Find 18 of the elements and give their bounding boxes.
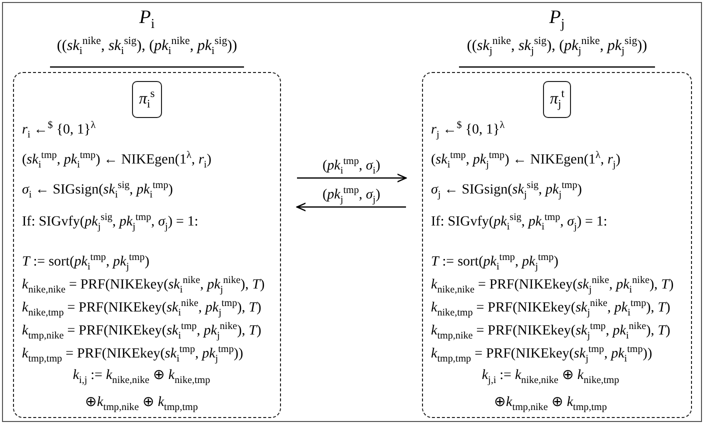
protocol-step: σ$_{i}$ ← SIGsign(sk$_{i}$$^{sig}$, pk$_{i}$$^{tmp}$): [22, 177, 173, 204]
message-arrow: [296, 202, 406, 212]
edge-label: (pk$_{j}$$^{tmp}$, σ$_{j}$): [322, 184, 380, 208]
session-key-formula: k$_{j,i}$ := k$_{nike,nike}$ ⊕ k$_{nike,tmp}$ ⊕k$_{tmp,nike}$ ⊕ k$_{tmp,tmp}$: [480, 367, 620, 415]
protocol-step: (sk$_{i}$$^{tmp}$, pk$_{i}$$^{tmp}$) ← NIKEgen(1$^{λ}$, r$_{i}$): [22, 147, 212, 174]
protocol-step: σ$_{j}$ ← SIGsign(sk$_{j}$$^{sig}$, pk$_{j}$$^{tmp}$): [431, 177, 582, 204]
key-tuple: ((sk$_{i}$$^{nike}$, sk$_{i}$$^{sig}$), (pk$_{i}$$^{nike}$, pk$_{i}$$^{sig}$)): [56, 34, 238, 59]
party-name: P$_{i}$: [138, 7, 156, 33]
session-key-formula: k$_{i,j}$ := k$_{nike,nike}$ ⊕ k$_{nike,tmp}$ ⊕k$_{tmp,nike}$ ⊕ k$_{tmp,tmp}$: [72, 367, 212, 415]
edge-label: (pk$_{i}$$^{tmp}$, σ$_{i}$): [322, 155, 380, 178]
protocol-step: If: SIGvfy(pk$_{i}$$^{sig}$, pk$_{i}$$^{tmp}$, σ$_{j}$) = 1:: [431, 209, 608, 236]
protocol-step: If: SIGvfy(pk$_{j}$$^{sig}$, pk$_{j}$$^{tmp}$, σ$_{j}$) = 1:: [22, 209, 198, 236]
protocol-step: r$_{j}$ ←$^{$}$ {0, 1}$^{λ}$: [431, 117, 505, 144]
party-name: P$_{j}$: [548, 7, 566, 33]
protocol-step: (sk$_{i}$$^{tmp}$, pk$_{j}$$^{tmp}$) ← NIKEgen(1$^{λ}$, r$_{j}$): [431, 147, 620, 174]
protocol-step: r$_{i}$ ←$^{$}$ {0, 1}$^{λ}$: [22, 117, 96, 144]
message-arrow: [297, 174, 407, 182]
key-tuple: ((sk$_{j}$$^{nike}$, sk$_{j}$$^{sig}$), (pk$_{j}$$^{nike}$, pk$_{j}$$^{sig}$)): [466, 34, 648, 59]
